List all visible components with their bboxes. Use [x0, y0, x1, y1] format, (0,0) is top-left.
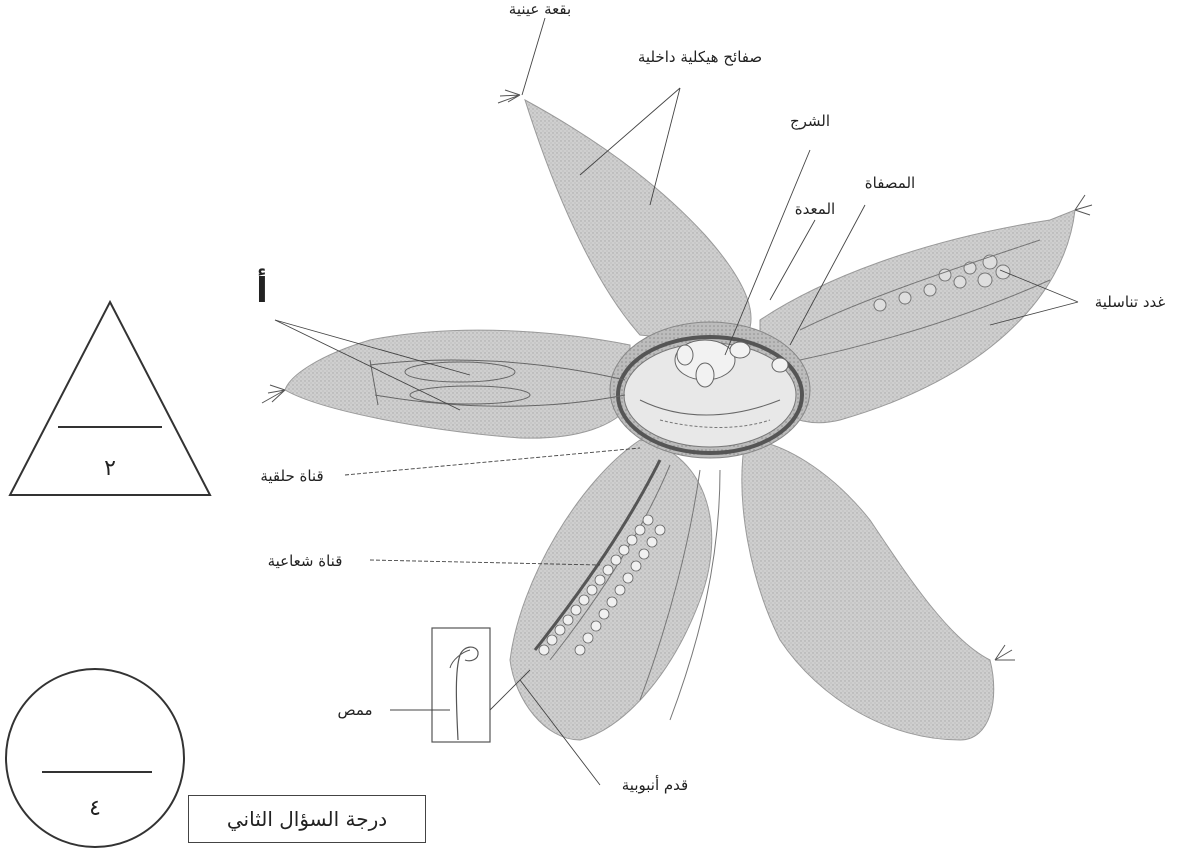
label-tube-foot: قدم أنبوبية — [622, 775, 688, 794]
score-triangle-value: ٢ — [104, 456, 116, 481]
arm-top — [525, 100, 751, 345]
label-madreporite: المصفاة — [865, 174, 915, 192]
score-triangle: ٢ — [10, 302, 210, 495]
starfish-illustration — [262, 90, 1092, 742]
tube-foot-inset — [432, 628, 490, 742]
score-circle-value: ٤ — [89, 796, 101, 821]
label-a-marker: أ — [256, 268, 268, 311]
label-gill: الشرج — [790, 112, 830, 131]
label-gonads: غدد تناسلية — [1095, 293, 1166, 311]
label-stomach: المعدة — [795, 200, 835, 218]
score-circle: ٤ — [6, 669, 184, 847]
label-ring-canal: قناة حلقية — [260, 467, 323, 485]
label-sucker: ممص — [337, 701, 372, 719]
arm-bottom-right — [742, 440, 994, 740]
label-skeletal-plates: صفائح هيكلية داخلية — [638, 48, 762, 66]
label-eye-spot: بقعة عينية — [509, 0, 571, 18]
arm-left — [285, 330, 630, 438]
label-radial-canal: قناة شعاعية — [268, 552, 343, 570]
question-grade-caption: درجة السؤال الثاني — [188, 795, 426, 843]
arm-bottom-left — [510, 440, 712, 740]
